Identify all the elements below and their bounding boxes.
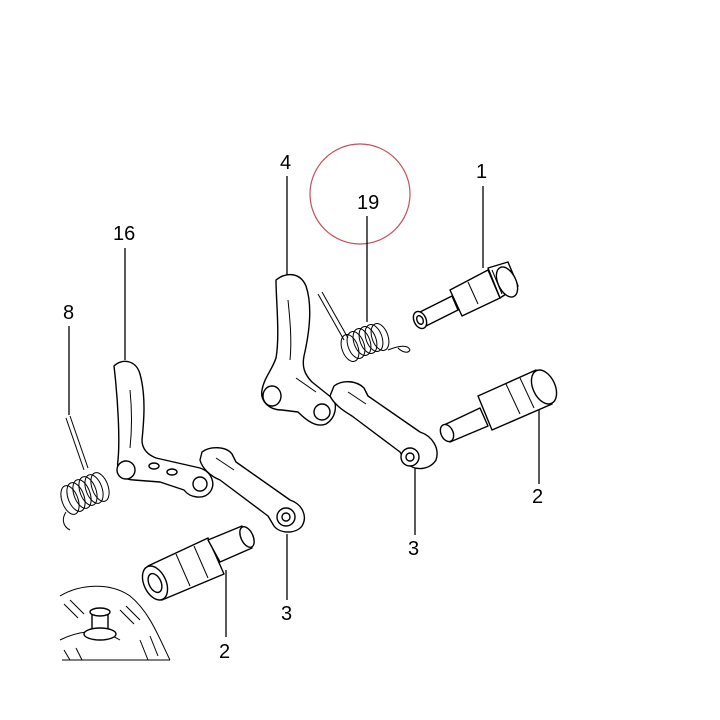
callout-4[interactable]: 4 [280,152,291,174]
callout-19[interactable]: 19 [357,192,379,214]
pin-part-2-right [439,369,558,443]
callout-1[interactable]: 1 [476,161,487,183]
callout-16[interactable]: 16 [113,223,135,245]
callout-2-right[interactable]: 2 [532,486,543,508]
link-part-3-right [329,381,438,470]
callout-3-right[interactable]: 3 [408,538,419,560]
callout-3-left[interactable]: 3 [281,603,292,625]
pin-part-2-left [141,525,255,601]
callout-8[interactable]: 8 [63,302,74,324]
housing-fragment [59,585,171,661]
spring-part-8 [60,415,110,531]
spring-coils-left [60,472,110,515]
spring-coils [340,323,390,362]
callout-2-left[interactable]: 2 [219,641,230,663]
highlight-circle [309,143,411,245]
lever-part-16 [113,360,214,498]
link-part-3-left [199,447,306,533]
pin-part-1 [412,261,519,330]
spring-part-19 [317,291,411,362]
lever-part-4 [261,273,337,426]
